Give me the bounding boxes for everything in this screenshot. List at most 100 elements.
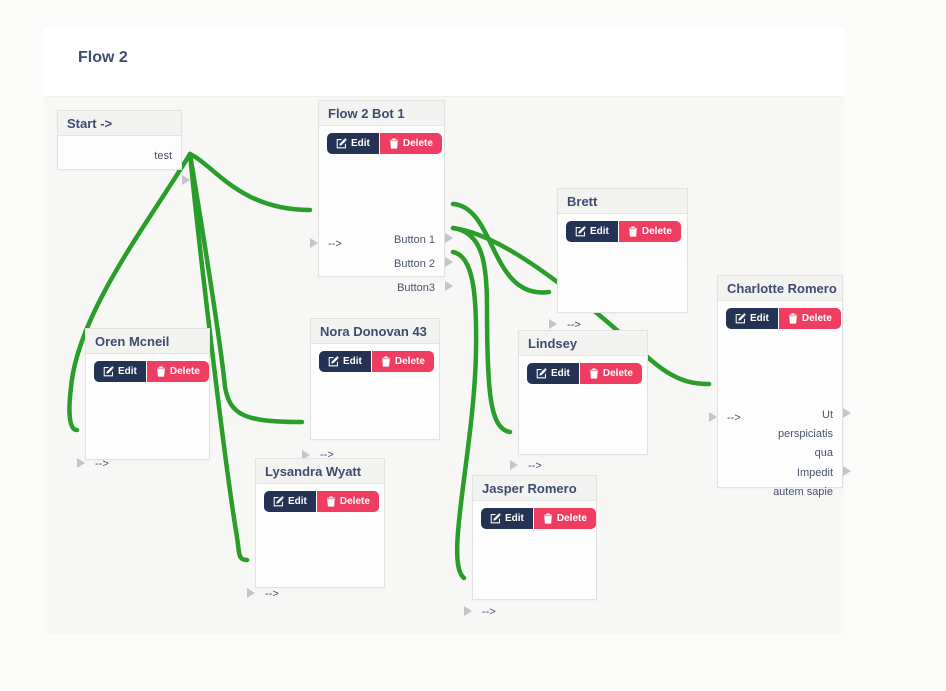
delete-button-label: Delete <box>602 368 633 379</box>
node-jasper-romero[interactable]: Jasper Romero Edit Delete --> <box>464 475 597 618</box>
input-label: --> <box>328 238 342 250</box>
output-port-button-2[interactable] <box>445 257 453 267</box>
edit-button-label: Edit <box>505 513 524 524</box>
output-port-button-3[interactable] <box>445 281 453 291</box>
edit-pencil-icon <box>490 513 501 524</box>
node-oren-mcneil-header[interactable]: Oren Mcneil <box>86 329 209 354</box>
delete-button[interactable]: Delete <box>778 308 841 329</box>
node-oren-mcneil[interactable]: Oren Mcneil Edit Delete --> <box>77 328 210 470</box>
input-port[interactable] <box>77 458 85 468</box>
input-port[interactable] <box>464 606 472 616</box>
input-port[interactable] <box>709 412 717 422</box>
edit-button-label: Edit <box>351 138 370 149</box>
page-title: Flow 2 <box>78 49 128 66</box>
input-label: --> <box>528 460 542 472</box>
edit-pencil-icon <box>735 313 746 324</box>
node-charlotte-romero-header[interactable]: Charlotte Romero <box>718 276 842 301</box>
node-lysandra-wyatt[interactable]: Lysandra Wyatt Edit Delete --> <box>247 458 385 600</box>
delete-button[interactable]: Delete <box>146 361 209 382</box>
edit-pencil-icon <box>575 226 586 237</box>
edit-button[interactable]: Edit <box>481 508 533 529</box>
delete-button-label: Delete <box>339 496 370 507</box>
node-nora-donovan-43-header[interactable]: Nora Donovan 43 <box>311 319 439 344</box>
delete-button[interactable]: Delete <box>379 133 442 154</box>
input-label: --> <box>482 606 496 618</box>
connection-wire[interactable] <box>450 249 479 581</box>
output-label-button-1: Button 1 <box>394 234 435 246</box>
edit-pencil-icon <box>328 356 339 367</box>
edit-button[interactable]: Edit <box>94 361 146 382</box>
node-lindsey[interactable]: Lindsey Edit Delete --> <box>510 330 648 472</box>
delete-button[interactable]: Delete <box>618 221 681 242</box>
connection-wire[interactable] <box>187 151 313 213</box>
node-start-header[interactable]: Start -> <box>58 111 181 136</box>
delete-button-label: Delete <box>801 313 832 324</box>
input-port[interactable] <box>549 319 557 329</box>
input-port[interactable] <box>302 450 310 460</box>
output-label-impedit-autem: Impedit autem sapie <box>773 467 833 498</box>
output-label-ut-perspiciatis: Ut perspiciatis qua <box>777 409 833 459</box>
input-label: --> <box>567 319 581 331</box>
delete-button-label: Delete <box>641 226 672 237</box>
input-label: --> <box>265 588 279 600</box>
input-label: --> <box>727 412 741 424</box>
edit-button[interactable]: Edit <box>527 363 579 384</box>
connection-wire[interactable] <box>187 151 305 425</box>
delete-button-label: Delete <box>394 356 425 367</box>
node-brett[interactable]: Brett Edit Delete --> <box>549 188 688 331</box>
output-port-button-1[interactable] <box>445 233 453 243</box>
edit-button[interactable]: Edit <box>319 351 371 372</box>
input-port[interactable] <box>510 460 518 470</box>
trash-icon <box>543 513 553 524</box>
output-label-test: test <box>154 150 172 162</box>
delete-button[interactable]: Delete <box>579 363 642 384</box>
edit-pencil-icon <box>536 368 547 379</box>
trash-icon <box>326 496 336 507</box>
output-port-test[interactable] <box>182 175 190 185</box>
node-flow2-bot-1-header[interactable]: Flow 2 Bot 1 <box>319 101 444 126</box>
node-jasper-romero-header[interactable]: Jasper Romero <box>473 476 596 501</box>
trash-icon <box>589 368 599 379</box>
delete-button[interactable]: Delete <box>533 508 596 529</box>
trash-icon <box>389 138 399 149</box>
output-port-1[interactable] <box>843 408 851 418</box>
node-lindsey-header[interactable]: Lindsey <box>519 331 647 356</box>
output-label-button-3: Button3 <box>397 282 435 294</box>
connection-wire[interactable] <box>450 225 513 435</box>
delete-button-label: Delete <box>402 138 433 149</box>
input-port[interactable] <box>310 238 318 248</box>
node-flow2-bot-1[interactable]: Flow 2 Bot 1 Edit Delete --> Button 1 Bu… <box>310 100 453 294</box>
node-lysandra-wyatt-header[interactable]: Lysandra Wyatt <box>256 459 384 484</box>
edit-button[interactable]: Edit <box>726 308 778 329</box>
delete-button[interactable]: Delete <box>316 491 379 512</box>
edit-button-label: Edit <box>750 313 769 324</box>
edit-button-label: Edit <box>590 226 609 237</box>
input-label: --> <box>95 458 109 470</box>
trash-icon <box>381 356 391 367</box>
trash-icon <box>156 366 166 377</box>
edit-pencil-icon <box>103 366 114 377</box>
connection-wire[interactable] <box>67 151 193 433</box>
edit-button-label: Edit <box>288 496 307 507</box>
delete-button-label: Delete <box>169 366 200 377</box>
node-brett-header[interactable]: Brett <box>558 189 687 214</box>
edit-button[interactable]: Edit <box>264 491 316 512</box>
input-port[interactable] <box>247 588 255 598</box>
flow-canvas[interactable]: Start -> test Flow 2 Bot 1 Edit Delete -… <box>44 97 851 634</box>
edit-button-label: Edit <box>118 366 137 377</box>
connection-wire[interactable] <box>450 201 552 295</box>
trash-icon <box>628 226 638 237</box>
trash-icon <box>788 313 798 324</box>
node-nora-donovan-43[interactable]: Nora Donovan 43 Edit Delete --> <box>302 318 440 461</box>
delete-button-label: Delete <box>556 513 587 524</box>
connection-wire[interactable] <box>187 151 250 563</box>
connection-wire[interactable] <box>450 225 712 387</box>
edit-button[interactable]: Edit <box>327 133 379 154</box>
output-port-2[interactable] <box>843 466 851 476</box>
delete-button[interactable]: Delete <box>371 351 434 372</box>
node-start[interactable]: Start -> test <box>57 110 190 185</box>
node-charlotte-romero[interactable]: Charlotte Romero Edit Delete --> Ut pers… <box>709 275 851 498</box>
edit-button-label: Edit <box>343 356 362 367</box>
edit-button[interactable]: Edit <box>566 221 618 242</box>
output-label-button-2: Button 2 <box>394 258 435 270</box>
